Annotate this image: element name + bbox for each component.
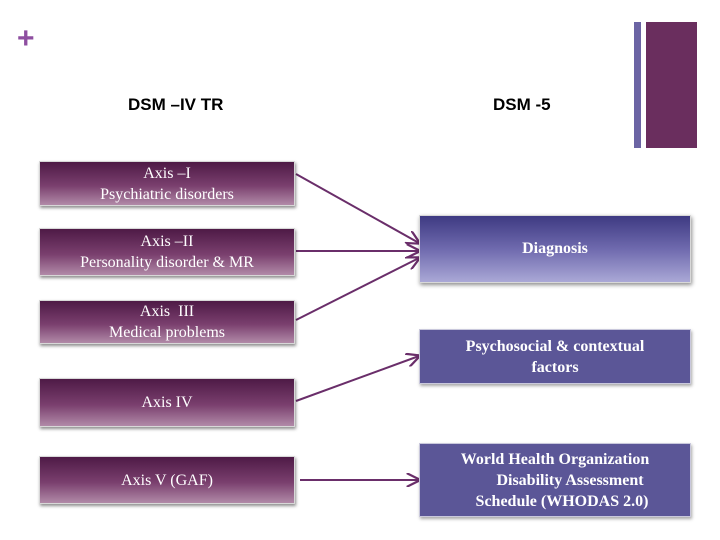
box-axis-2-title: Axis –II xyxy=(140,233,194,250)
plus-decoration: + xyxy=(17,22,35,55)
box-axis-1-title: Axis –I xyxy=(143,164,191,182)
heading-dsm-5: DSM -5 xyxy=(493,95,551,114)
heading-dsm-iv-tr: DSM –IV TR xyxy=(128,95,224,114)
box-axis-1-desc: Psychiatric disorders xyxy=(100,185,234,203)
box-psychosocial: Psychosocial & contextual factors xyxy=(419,329,691,384)
box-whodas: World Health Organization Disability Ass… xyxy=(419,443,691,517)
box-axis-4-title: Axis IV xyxy=(141,394,193,411)
box-psychosocial-line2: factors xyxy=(531,358,579,376)
box-axis-2: Axis –II Personality disorder & MR xyxy=(39,228,295,276)
arrow-axis3-to-diagnosis xyxy=(295,258,419,321)
box-axis-1: Axis –I Psychiatric disorders xyxy=(39,161,295,206)
box-diagnosis-label: Diagnosis xyxy=(522,240,588,257)
box-axis-5: Axis V (GAF) xyxy=(39,456,295,504)
box-whodas-line3: Schedule (WHODAS 2.0) xyxy=(475,492,649,510)
arrow-axis4-to-psychosocial xyxy=(295,356,419,402)
box-axis-5-title: Axis V (GAF) xyxy=(121,471,213,489)
box-axis-3-desc: Medical problems xyxy=(109,324,225,341)
box-whodas-line2: Disability Assessment xyxy=(496,471,644,489)
accent-bar-thin xyxy=(634,22,641,148)
box-axis-3-title: Axis III xyxy=(139,303,195,320)
box-axis-3: Axis III Medical problems xyxy=(39,300,295,344)
box-psychosocial-line1: Psychosocial & contextual xyxy=(465,337,645,355)
box-axis-2-desc: Personality disorder & MR xyxy=(80,254,254,271)
box-axis-4: Axis IV xyxy=(39,378,295,427)
arrow-axis1-to-diagnosis xyxy=(295,173,419,243)
box-diagnosis: Diagnosis xyxy=(419,215,691,283)
accent-bar-wide xyxy=(646,22,697,148)
box-whodas-line1: World Health Organization xyxy=(460,450,650,468)
